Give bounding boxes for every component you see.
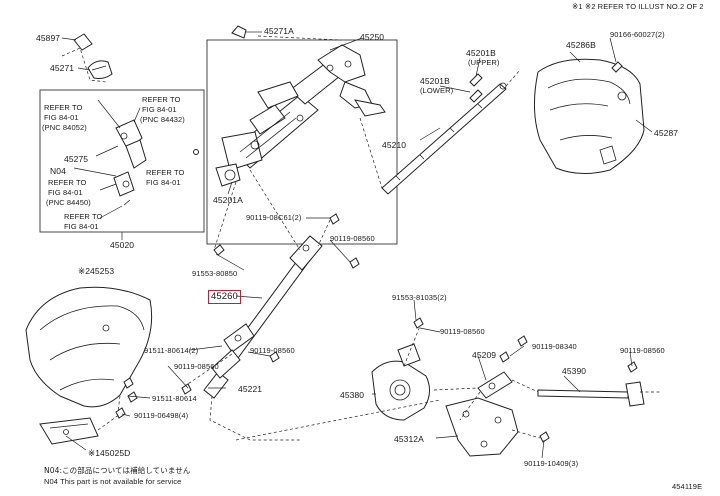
part-label-45025D: ※145025D (88, 448, 131, 458)
footnote-english: N04 This part is not available for servi… (44, 477, 182, 486)
part-label-45201A: 45201A (213, 195, 243, 205)
part-label-45253: ※245253 (78, 266, 115, 276)
part-label-91553-81035: 91553-81035(2) (392, 293, 447, 302)
clamp-45271A (231, 25, 247, 39)
lower-cover-45253 (25, 286, 153, 408)
rod-45390 (517, 335, 645, 407)
header-note: ※1 ※2 REFER TO ILLUST NO.2 OF 2 (572, 2, 704, 11)
part-label-45312A: 45312A (394, 434, 424, 444)
footnote-japanese: N04:この部品については補給していません (44, 466, 191, 475)
column-cover (533, 58, 645, 174)
refer-note-3a: REFER TO (48, 178, 87, 187)
part-label-90119-08560-e: 90119-08560 (620, 346, 665, 355)
upper-note: (UPPER) (468, 58, 500, 67)
steering-shaft-45260 (203, 235, 323, 399)
bracket-45312A (445, 397, 550, 457)
steering-column-assembly (215, 44, 386, 187)
part-label-90166: 90166-60027(2) (610, 30, 665, 39)
bolts-column (181, 213, 360, 395)
refer-note-3b: FIG 84-01 (48, 188, 83, 197)
part-label-45271A: 45271A (264, 26, 294, 36)
fasteners-cover (115, 377, 138, 419)
intermediate-shaft-45210 (381, 82, 507, 195)
part-label-45210: 45210 (382, 140, 407, 150)
refer-note-1a: REFER TO (44, 103, 83, 112)
part-label-91511-80614: 91511-80614 (152, 394, 197, 403)
part-label-90119-08560-c: 90119-08560 (250, 346, 295, 355)
part-label-45201B-lower: 45201B (420, 76, 450, 86)
bolt-45201B (469, 73, 483, 103)
part-label-90119-06498: 90119-06498(4) (134, 411, 189, 420)
part-label-N04: N04 (50, 166, 66, 176)
refer-note-5a: REFER TO (64, 212, 103, 221)
part-label-45390: 45390 (562, 366, 587, 376)
refer-note-2c: (PNC 84432) (140, 115, 185, 124)
part-label-45221: 45221 (238, 384, 263, 394)
column-assembly-frame (206, 39, 398, 245)
assembly-lines (61, 35, 660, 441)
part-label-90119-08C61: 90119-08C61(2) (246, 213, 302, 222)
part-label-45201B-upper: 45201B (466, 48, 496, 58)
part-label-90119-08340: 90119-08340 (532, 342, 577, 351)
part-label-90119-10409: 90119-10409(3) (524, 459, 579, 468)
refer-note-4b: FIG 84-01 (146, 178, 181, 187)
part-label-45380: 45380 (340, 390, 365, 400)
refer-note-2b: FIG 84-01 (142, 105, 177, 114)
part-label-45209: 45209 (472, 350, 497, 360)
part-label-45271: 45271 (50, 63, 75, 73)
refer-note-1b: FIG 84-01 (44, 113, 79, 122)
part-label-91553-80850: 91553-80850 (192, 269, 238, 278)
shaft-45209 (477, 351, 513, 399)
refer-note-3c: (PNC 84450) (46, 198, 91, 207)
part-label-90119-08560-a: 90119-08560 (330, 234, 375, 243)
refer-note-2a: REFER TO (142, 95, 181, 104)
part-label-45897: 45897 (36, 33, 61, 43)
bracket-45020-parts (113, 119, 199, 206)
screw-90166 (611, 61, 623, 73)
bracket-45025D (39, 417, 99, 445)
refer-note-1c: (PNC 84052) (42, 123, 87, 132)
part-label-45275: 45275 (64, 154, 89, 164)
part-label-45020: 45020 (110, 240, 135, 250)
part-label-90119-08560-b: 90119-08560 (440, 327, 485, 336)
part-label-91511-80614-2: 91511-80614(2) (144, 346, 199, 355)
clip-45897 (73, 33, 93, 51)
refer-note-4a: REFER TO (146, 168, 185, 177)
part-label-45260-highlighted[interactable]: 45260 (208, 290, 241, 304)
figure-id: 454119E (672, 482, 703, 491)
leader-lines (61, 31, 653, 459)
refer-note-5b: FIG 84-01 (64, 222, 99, 231)
part-label-45250: 45250 (360, 32, 385, 42)
clamp-45271 (87, 60, 113, 79)
part-label-45287: 45287 (654, 128, 679, 138)
part-label-45286B: 45286B (566, 40, 596, 50)
lower-note: (LOWER) (420, 86, 454, 95)
gear-housing-45380 (371, 317, 430, 421)
part-label-90119-08560-d: 90119-08560 (174, 362, 219, 371)
